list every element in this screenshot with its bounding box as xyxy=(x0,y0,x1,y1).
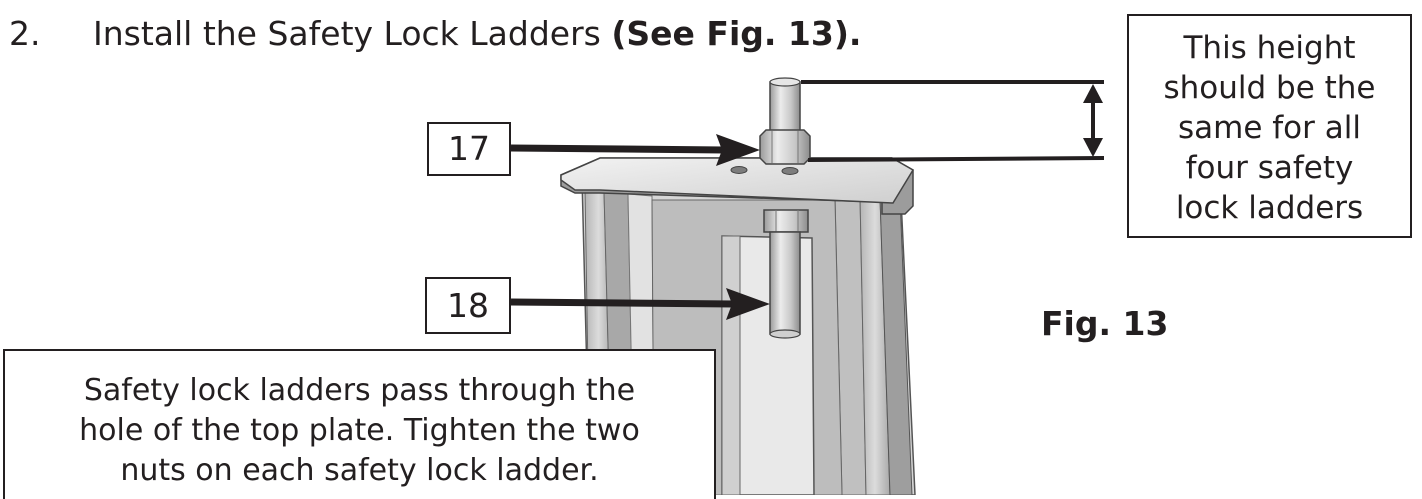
callout-part-18: 18 xyxy=(425,277,511,334)
instruction-note-line: nuts on each safety lock ladder. xyxy=(120,453,599,488)
height-note-line: This height xyxy=(1183,30,1356,66)
callout-arrow-17 xyxy=(510,134,760,166)
instruction-note-box: Safety lock ladders pass through the hol… xyxy=(3,349,716,499)
step-heading: 2. Install the Safety Lock Ladders (See F… xyxy=(9,14,861,54)
upper-rod-and-nut xyxy=(759,77,811,165)
figure-label: Fig. 13 xyxy=(1041,304,1169,343)
height-note-line: four safety xyxy=(1185,150,1354,186)
height-note-line: should be the xyxy=(1163,70,1376,106)
height-dimension xyxy=(801,80,1105,162)
lower-rod-and-nut xyxy=(763,209,809,339)
top-plate xyxy=(560,157,915,215)
height-note-box: This height should be the same for all f… xyxy=(1127,14,1412,238)
callout-arrow-18 xyxy=(510,288,770,320)
height-note-line: lock ladders xyxy=(1175,190,1364,226)
step-text: Install the Safety Lock Ladders xyxy=(93,14,601,53)
height-note-line: same for all xyxy=(1178,110,1361,146)
instruction-note-line: Safety lock ladders pass through the xyxy=(83,373,636,408)
instruction-note-line: hole of the top plate. Tighten the two xyxy=(79,413,640,448)
figure-reference: (See Fig. 13). xyxy=(611,14,862,53)
step-number: 2. xyxy=(9,14,41,53)
callout-part-17: 17 xyxy=(427,122,511,176)
